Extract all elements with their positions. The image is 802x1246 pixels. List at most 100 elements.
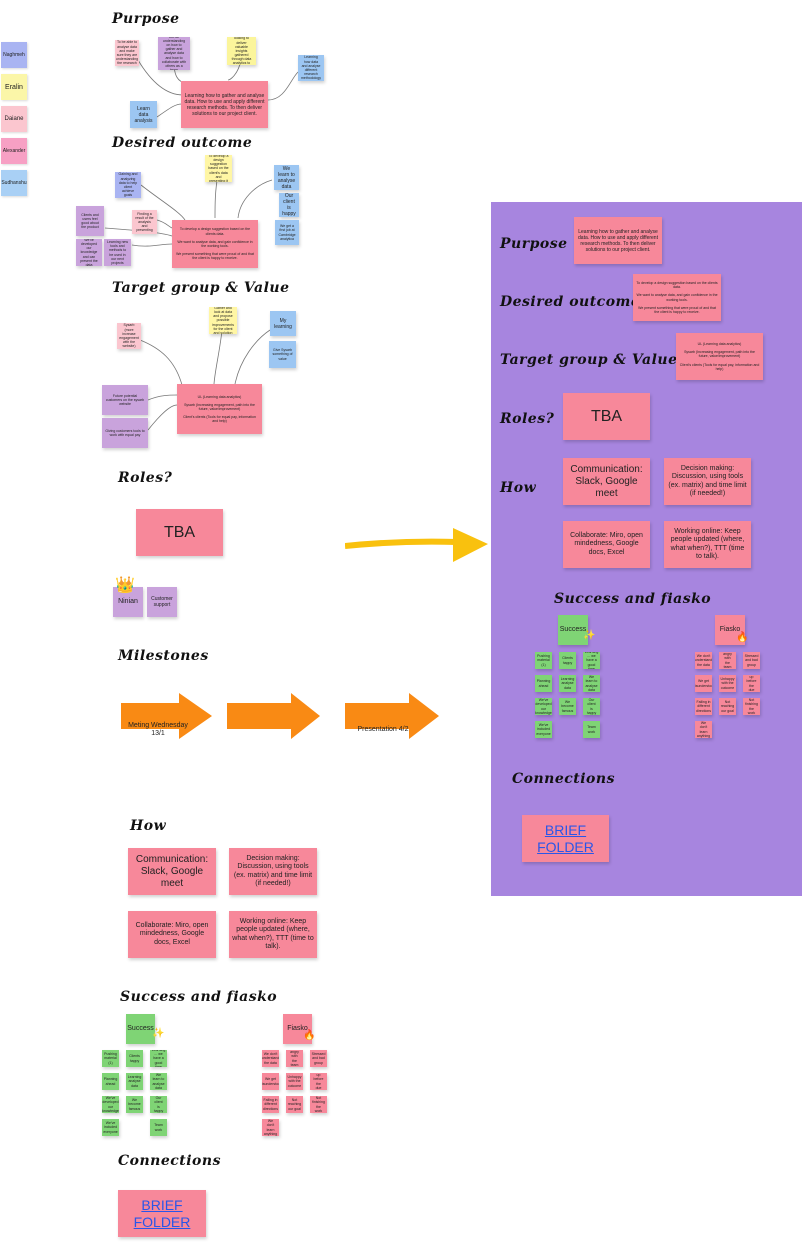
target-my-note[interactable]: My learning [270,311,296,336]
desired-note-1[interactable]: Gaining and analyzing data to help clien… [115,172,141,198]
target-note-1[interactable]: Gather and look at data and propose poss… [209,307,237,334]
brief-link[interactable]: BRIEF [141,1196,183,1213]
desired-learn-note[interactable]: We learn to analyse data [274,165,299,190]
frame-connections-note[interactable]: BRIEF FOLDER [522,815,609,862]
roles-tba-note[interactable]: TBA [136,509,223,556]
how-decision-note[interactable]: Decision making: Discussion, using tools… [229,848,317,895]
frame-bad-note[interactable]: We don't understand the data [695,652,712,669]
frame-good-note[interactable]: Team work [583,721,600,738]
milestone-arrow-3[interactable] [345,693,440,739]
bad-note[interactable]: Not finishing the work [310,1096,327,1113]
frame-good-note[interactable]: We become famous [559,698,576,715]
frame-bad-note[interactable]: We don't learn anything [695,721,712,738]
desired-note-4[interactable]: Finding a result of the analysis and pre… [132,210,157,234]
frame-target-note[interactable]: UL (Learning data analytics) Sysarb (Inc… [676,333,763,380]
frame-good-note[interactable]: Pushing material (1) [535,652,552,669]
good-note[interactable]: Planning ahead [102,1073,119,1090]
good-note[interactable]: Team work [150,1119,167,1136]
good-note[interactable]: We've developed our knowledge [102,1096,119,1113]
legend-naghmeh[interactable]: Naghmeh [1,42,27,68]
target-main-note[interactable]: UL (Learning data analytics) Sysarb (Inc… [177,384,262,434]
frame-bad-note[interactable]: Stressed and bad group [743,652,760,669]
purpose-learn-note[interactable]: Learn data analysis [130,101,157,128]
frame-bad-note[interactable]: Not reaching our goal [719,698,736,715]
success-main-note[interactable]: Success [126,1014,155,1044]
bad-note[interactable]: angry with the team [286,1050,303,1067]
good-note[interactable]: We learn to analyse data [150,1073,167,1090]
frame-good-note[interactable]: We've included everyone [535,721,552,738]
desired-job-note[interactable]: We get a first job at Cambridge analytic… [275,220,299,245]
desired-note-6[interactable]: Learning new tools and methods to be use… [104,239,131,266]
fiasko-main-note[interactable]: Fiasko [283,1014,312,1044]
frame-roles-note[interactable]: TBA [563,393,650,440]
milestone-arrow-1[interactable] [121,693,213,739]
bad-note[interactable]: We don't learn anything [262,1119,279,1136]
bad-note[interactable]: Giving up before the due date [310,1073,327,1090]
good-note[interactable]: Pushing material (1) [102,1050,119,1067]
good-note[interactable]: Our client is happy [150,1096,167,1113]
frame-success-note[interactable]: Success [558,615,588,645]
frame-bad-note[interactable]: angry with the team [719,652,736,669]
frame-good-note[interactable]: Clients happy [559,652,576,669]
frame-good-note[interactable]: Our client is happy [583,698,600,715]
desired-note-5[interactable]: We've developed our knowledge and can pr… [76,239,102,266]
frame-desired-note[interactable]: To develop a design suggestion based on … [633,274,721,321]
frame-bad-note[interactable]: Failing in different directions [695,698,712,715]
good-note[interactable]: Learning ... we have a good time [150,1050,167,1067]
frame-purpose-note[interactable]: Learning how to gather and analyse data.… [574,217,662,264]
legend-alexander[interactable]: Alexander [1,138,27,164]
frame-bad-note[interactable]: Unhappy with the outcome [719,675,736,692]
good-note[interactable]: We've included everyone [102,1119,119,1136]
frame-brief-link[interactable]: BRIEF [544,821,587,838]
frame-good-note[interactable]: Learning analyse data [559,675,576,692]
desired-main-note[interactable]: To develop a design suggestion based on … [172,220,258,268]
fire-icon: 🔥 [303,1030,316,1041]
good-note[interactable]: Clients happy [126,1050,143,1067]
good-note[interactable]: We become famous [126,1096,143,1113]
purpose-note-1[interactable]: To be able to analyse data and make sure… [115,40,139,66]
roles-support-note[interactable]: Customer support [147,587,177,617]
connections-brief-folder-note[interactable]: BRIEF FOLDER [118,1190,206,1237]
frame-how-communication-note[interactable]: Communication: Slack, Google meet [563,458,650,505]
bad-note[interactable]: We get misunderstood [262,1073,279,1090]
desired-happy-note[interactable]: Our client is happy [279,193,299,217]
legend-eralin[interactable]: Eralin [1,74,27,100]
frame-how-collaborate-note[interactable]: Collaborate: Miro, open mindedness, Goog… [563,521,650,568]
roles-ninian-note[interactable]: Ninian [113,587,143,617]
frame-good-note[interactable]: Learning ... we have a good time [583,652,600,669]
frame-how-online-note[interactable]: Working online: Keep people updated (whe… [664,521,751,568]
frame-how-decision-note[interactable]: Decision making: Discussion, using tools… [664,458,751,505]
purpose-main-note[interactable]: Learning how to gather and analyse data.… [181,81,268,128]
legend-daiane[interactable]: Daiane [1,106,27,132]
frame-good-note[interactable]: We learn to analyse data [583,675,600,692]
frame-bad-note[interactable]: Giving up before the due date [743,675,760,692]
target-give-note[interactable]: Give Sysarb something of value [269,341,296,368]
desired-note-2[interactable]: To develop a design suggestion based on … [205,155,232,182]
target-note-4[interactable]: Giving customers tools to work with equa… [102,418,148,448]
frame-good-note[interactable]: Planning ahead [535,675,552,692]
bad-note[interactable]: We don't understand the data [262,1050,279,1067]
purpose-note-2[interactable]: Get an understanding on how to gather an… [158,37,190,70]
bad-note[interactable]: Unhappy with the outcome [286,1073,303,1090]
good-note[interactable]: Learning analyse data [126,1073,143,1090]
purpose-note-3[interactable]: We are looking to deliver valuable insig… [227,37,256,65]
frame-bad-note[interactable]: Not finishing the work [743,698,760,715]
frame-bad-note[interactable]: We get misunderstood [695,675,712,692]
purpose-note-4[interactable]: Learning how data and analyse different … [298,55,324,81]
how-communication-note[interactable]: Communication: Slack, Google meet [128,848,216,895]
frame-folder-link[interactable]: FOLDER [537,838,594,855]
bad-note[interactable]: Failing in different directions [262,1096,279,1113]
legend-sudhanshu[interactable]: Sudhanshu [1,170,27,196]
frame-fiasko-note[interactable]: Fiasko [715,615,745,645]
frame-good-note[interactable]: We've developed our knowledge [535,698,552,715]
desired-note-3[interactable]: Clients and users feel good about the pr… [76,206,104,236]
milestone-arrow-2[interactable] [227,693,321,739]
target-note-2[interactable]: Sysarb (more increase engagement with th… [117,323,141,349]
how-online-note[interactable]: Working online: Keep people updated (whe… [229,911,317,958]
folder-link[interactable]: FOLDER [133,1213,191,1230]
target-note-3[interactable]: Future potential customers on the sysarb… [102,385,148,415]
milestone-3-label: Presentation 4/2 [357,725,409,733]
bad-note[interactable]: Not reaching our goal [286,1096,303,1113]
bad-note[interactable]: Stressed and bad group [310,1050,327,1067]
how-collaborate-note[interactable]: Collaborate: Miro, open mindedness, Goog… [128,911,216,958]
